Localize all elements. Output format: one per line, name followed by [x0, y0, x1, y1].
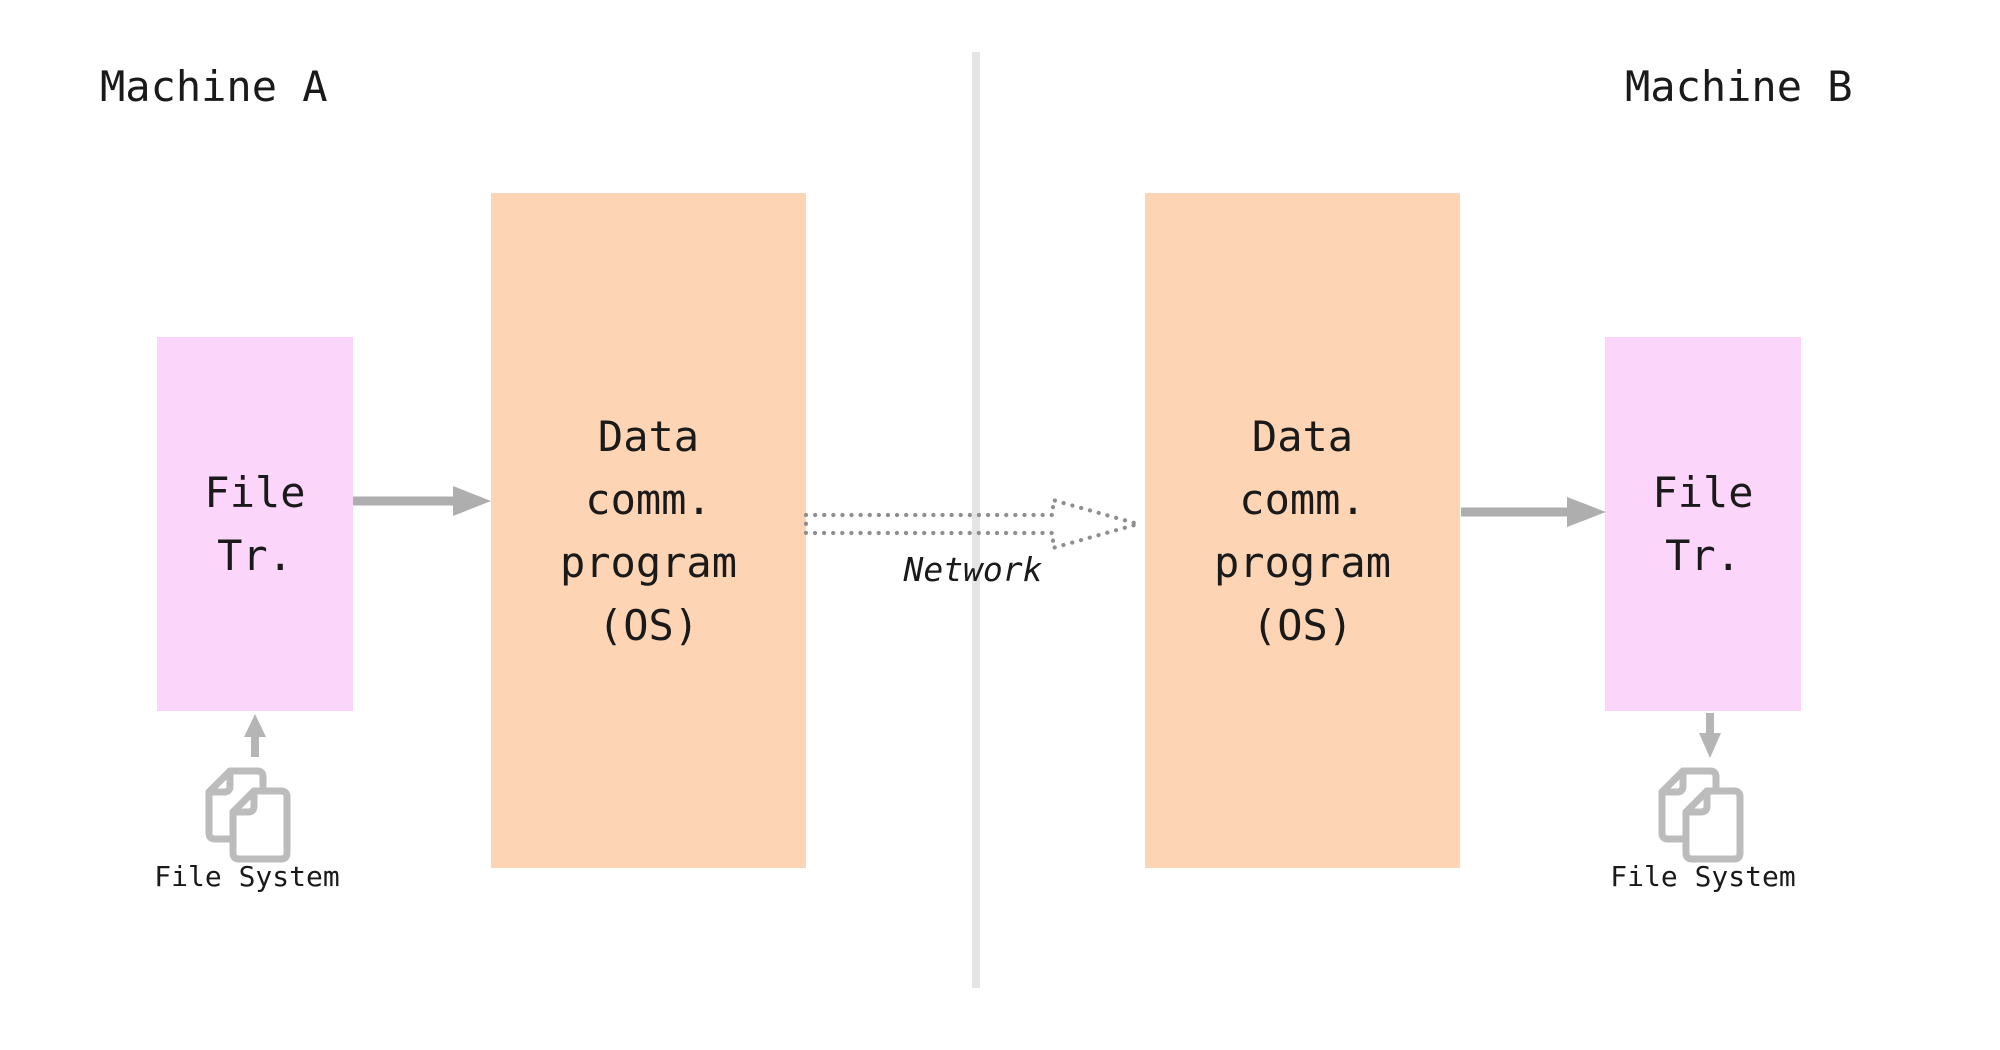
- arrow-filesystem-to-filetr-a: [244, 714, 266, 757]
- file-transfer-box-a-line2: Tr.: [217, 531, 293, 580]
- file-transfer-box-b-line1: File: [1652, 468, 1754, 517]
- datacomm-box-a-line2: comm.: [585, 474, 712, 524]
- file-transfer-box-a-line1: File: [204, 468, 306, 517]
- file-transfer-box-machine-a: File Tr.: [157, 337, 353, 711]
- files-icon-machine-a: [205, 767, 291, 863]
- files-icon-machine-b: [1658, 767, 1744, 863]
- datacomm-program-box-machine-b: Data comm. program (OS): [1145, 193, 1460, 868]
- machine-a-label: Machine A: [100, 62, 328, 111]
- machine-boundary-divider: [972, 52, 980, 988]
- arrow-datacomm-to-filetr-b: [1461, 497, 1606, 527]
- datacomm-box-a-line1: Data: [597, 411, 700, 461]
- arrow-filetr-to-datacomm-a: [353, 486, 491, 516]
- datacomm-box-b-line2: comm.: [1239, 474, 1366, 524]
- network-arrow: [803, 497, 1141, 551]
- machine-b-label: Machine B: [1625, 62, 1853, 111]
- datacomm-box-a-line3: program: [559, 537, 737, 587]
- arrow-filetr-to-filesystem-b: [1699, 713, 1721, 758]
- file-system-label-machine-b: File System: [1610, 860, 1796, 893]
- file-transfer-box-machine-b: File Tr.: [1605, 337, 1801, 711]
- datacomm-box-b-line3: program: [1213, 537, 1391, 587]
- datacomm-box-b-line4: (OS): [1251, 600, 1354, 650]
- file-transfer-box-b-line2: Tr.: [1665, 531, 1741, 580]
- file-system-label-machine-a: File System: [154, 860, 340, 893]
- datacomm-box-b-line1: Data: [1251, 411, 1354, 461]
- datacomm-program-box-machine-a: Data comm. program (OS): [491, 193, 806, 868]
- datacomm-box-a-line4: (OS): [597, 600, 700, 650]
- network-label: Network: [903, 550, 1043, 589]
